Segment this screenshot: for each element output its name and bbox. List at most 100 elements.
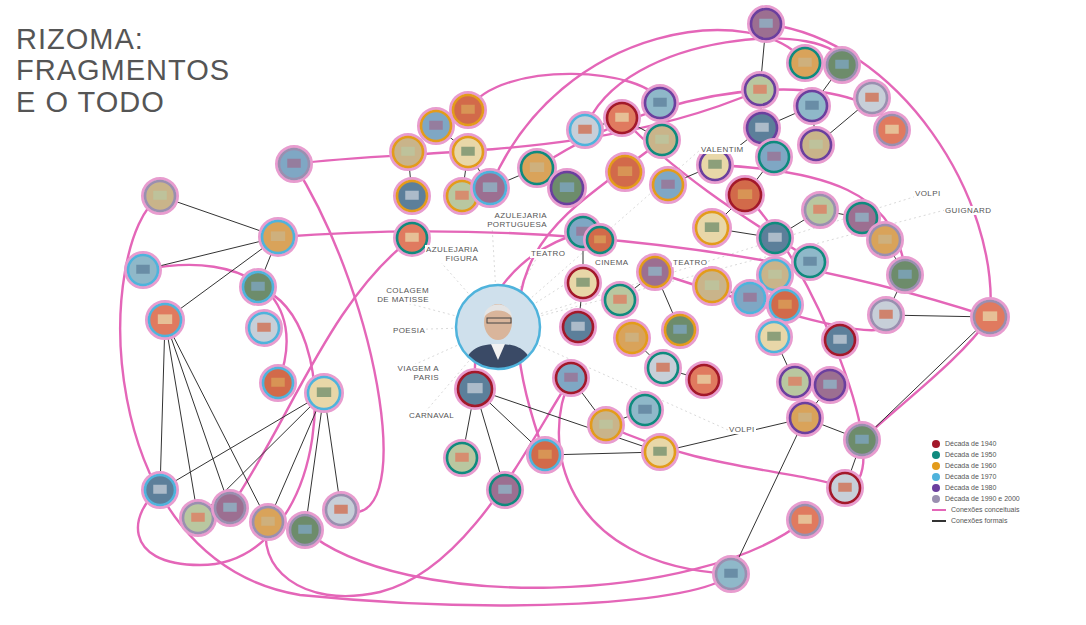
thumb-detail bbox=[838, 483, 852, 492]
thumb-detail bbox=[705, 222, 719, 232]
outer-ring bbox=[638, 255, 673, 290]
legend-row: Década de 1970 bbox=[932, 471, 1020, 482]
conceptual-curve bbox=[490, 30, 805, 188]
outer-ring bbox=[288, 513, 323, 548]
legend-row: Década de 1940 bbox=[932, 438, 1020, 449]
legend-line bbox=[932, 520, 946, 522]
thumb-detail bbox=[798, 515, 812, 524]
artwork-thumb bbox=[143, 473, 178, 508]
thumb-detail bbox=[223, 503, 237, 512]
thumb-image bbox=[729, 179, 761, 211]
outer-ring bbox=[589, 408, 624, 443]
thumb-image bbox=[253, 507, 283, 537]
portrait-ring bbox=[456, 285, 540, 369]
outer-ring bbox=[566, 266, 601, 301]
theme-label: AZULEJARIA FIGURA bbox=[425, 245, 479, 263]
thumb-detail bbox=[878, 235, 892, 244]
portrait-shirt bbox=[491, 344, 505, 360]
artwork-thumb bbox=[603, 283, 638, 318]
conceptual-curve bbox=[305, 520, 805, 588]
thumb-image bbox=[877, 115, 907, 145]
outer-ring bbox=[568, 113, 603, 148]
thumb-image bbox=[797, 91, 827, 121]
thumb-image bbox=[326, 495, 356, 525]
theme-label: TEATRO bbox=[530, 249, 566, 258]
thumb-image bbox=[397, 181, 427, 211]
outer-ring bbox=[803, 193, 838, 228]
thumb-detail bbox=[885, 125, 899, 134]
artwork-thumb bbox=[561, 310, 596, 345]
artwork-thumb bbox=[324, 493, 359, 528]
thumb-image bbox=[790, 48, 820, 78]
artwork-thumb bbox=[213, 491, 248, 526]
artwork-thumb bbox=[143, 179, 178, 214]
artwork-thumb bbox=[643, 86, 678, 121]
artwork-thumb bbox=[568, 113, 603, 148]
thumb-image bbox=[591, 410, 621, 440]
artwork-thumb bbox=[589, 408, 624, 443]
thumb-image bbox=[145, 181, 175, 211]
artwork-thumb bbox=[261, 366, 296, 401]
theme-label: VIAGEM A PARIS bbox=[392, 364, 440, 382]
thumb-detail bbox=[705, 280, 719, 290]
outer-ring bbox=[651, 168, 686, 203]
formal-line bbox=[143, 237, 278, 270]
thumb-image bbox=[700, 150, 730, 180]
thumb-detail bbox=[538, 450, 552, 459]
thumb-detail bbox=[530, 162, 544, 172]
theme-label: CARNAVAL bbox=[408, 411, 455, 420]
legend-swatch bbox=[932, 495, 940, 503]
outer-ring bbox=[687, 363, 722, 398]
thumb-detail bbox=[855, 435, 869, 444]
outer-ring bbox=[778, 365, 813, 400]
thumb-image bbox=[760, 223, 790, 253]
thumb-detail bbox=[191, 513, 205, 522]
thumb-detail bbox=[615, 113, 629, 122]
thumb-image bbox=[617, 323, 647, 353]
thumb-detail bbox=[768, 233, 782, 242]
thumb-detail bbox=[798, 58, 812, 67]
thumb-detail bbox=[661, 180, 675, 189]
outer-ring bbox=[277, 147, 312, 182]
artwork-thumb bbox=[868, 223, 903, 258]
artwork-thumb bbox=[733, 281, 768, 316]
thumb-image bbox=[279, 149, 309, 179]
thumb-detail bbox=[455, 191, 469, 200]
artwork-thumb bbox=[607, 154, 644, 191]
thumb-detail bbox=[599, 420, 613, 429]
thumb-image bbox=[568, 268, 598, 298]
artwork-thumb bbox=[288, 513, 323, 548]
legend-swatch bbox=[932, 440, 940, 448]
outer-ring bbox=[554, 361, 589, 396]
thumb-detail bbox=[461, 147, 475, 156]
conceptual-curve bbox=[294, 164, 384, 513]
thumb-detail bbox=[298, 525, 312, 534]
legend-swatch bbox=[932, 484, 940, 492]
legend-line bbox=[932, 509, 946, 511]
outer-ring bbox=[147, 302, 184, 339]
artwork-thumb bbox=[788, 401, 823, 436]
thumb-detail bbox=[571, 322, 585, 331]
theme-label: CINEMA bbox=[594, 258, 630, 267]
artwork-thumb bbox=[585, 225, 616, 256]
outer-ring bbox=[456, 370, 495, 409]
thumb-image bbox=[551, 172, 583, 204]
thumb-detail bbox=[855, 213, 869, 222]
artwork-thumb bbox=[795, 89, 830, 124]
thumb-detail bbox=[136, 265, 150, 274]
thumb-detail bbox=[656, 363, 670, 372]
thumb-image bbox=[263, 368, 293, 398]
thumb-image bbox=[751, 9, 781, 39]
outer-ring bbox=[607, 154, 644, 191]
thumb-detail bbox=[271, 231, 285, 241]
artwork-thumb bbox=[472, 170, 509, 207]
thumb-detail bbox=[483, 182, 497, 192]
thumb-image bbox=[759, 142, 789, 172]
artwork-thumb bbox=[549, 170, 586, 207]
thumb-detail bbox=[724, 569, 738, 578]
artwork-thumb bbox=[643, 435, 678, 470]
thumb-image bbox=[243, 272, 273, 302]
thumb-image bbox=[421, 111, 451, 141]
outer-ring bbox=[714, 557, 749, 592]
legend-row: Década de 1960 bbox=[932, 460, 1020, 471]
